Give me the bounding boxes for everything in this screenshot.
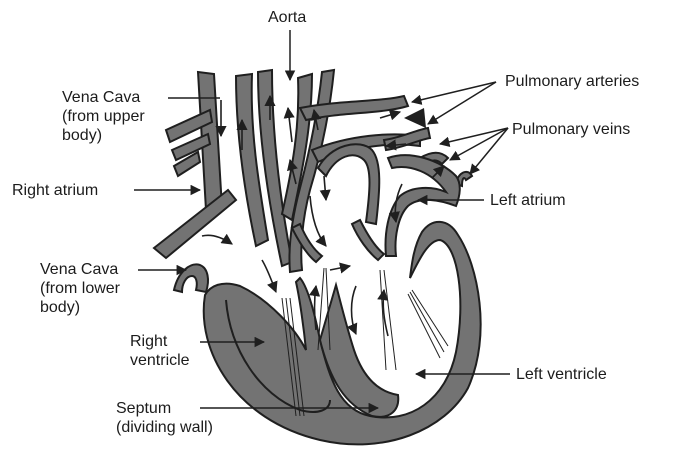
valve-flap-left (352, 220, 384, 260)
right-ventricle-label: Right ventricle (130, 332, 190, 370)
aorta-label: Aorta (268, 8, 306, 27)
pulmonary-artery (300, 96, 408, 120)
left-atrium-label: Left atrium (490, 191, 566, 210)
pulmonary-artery-tip (404, 108, 426, 128)
vena-cava-lower-label: Vena Cava (from lower body) (40, 260, 120, 317)
pulmonary-veins-label: Pulmonary veins (512, 120, 630, 139)
pulmonary-arteries-label: Pulmonary arteries (505, 72, 639, 91)
inferior-vena-cava (174, 264, 208, 292)
septum-label: Septum (dividing wall) (116, 399, 213, 437)
right-atrium-label: Right atrium (12, 181, 98, 200)
right-atrium-wall (154, 190, 236, 258)
vena-cava-upper-label: Vena Cava (from upper body) (62, 88, 145, 145)
left-ventricle-label: Left ventricle (516, 365, 607, 384)
left-atrium-wall (318, 144, 379, 224)
pulmonary-vein-upper (384, 128, 430, 150)
